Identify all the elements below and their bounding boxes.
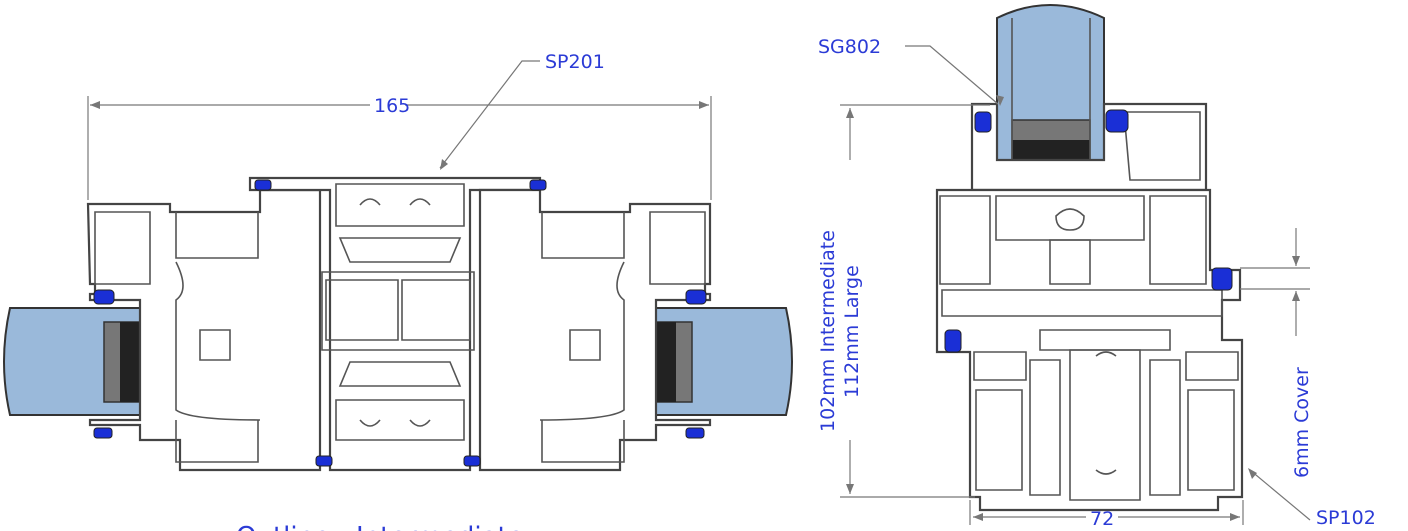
dimension-72: 72 — [1090, 508, 1114, 530]
cover-dimension: 6mm Cover — [1291, 367, 1313, 478]
dimension-165: 165 — [374, 95, 410, 117]
seal-gasket — [93, 427, 113, 439]
seal-gasket — [685, 289, 707, 305]
seal-gasket — [315, 455, 333, 467]
label-sg802: SG802 — [818, 36, 881, 58]
left-section: 165 SP201 Outline - Intermediate — [3, 51, 793, 531]
height-dimension-large: 112mm Large — [841, 265, 863, 398]
seal-gasket — [1105, 109, 1129, 133]
seal-gasket — [685, 427, 705, 439]
right-section: SG802 102mm Intermediate 112mm Large 6mm… — [817, 4, 1376, 530]
seal-gasket — [1211, 267, 1233, 291]
caption-outline-intermediate: Outline - Intermediate — [236, 522, 524, 531]
seal-gasket — [254, 179, 272, 191]
label-sp102: SP102 — [1316, 507, 1376, 529]
label-sp201: SP201 — [545, 51, 605, 73]
seal-gasket — [529, 179, 547, 191]
seal-gasket — [463, 455, 481, 467]
seal-gasket — [974, 111, 992, 133]
seal-gasket — [944, 329, 962, 353]
height-dimension-intermediate: 102mm Intermediate — [817, 230, 839, 432]
seal-gasket — [93, 289, 115, 305]
